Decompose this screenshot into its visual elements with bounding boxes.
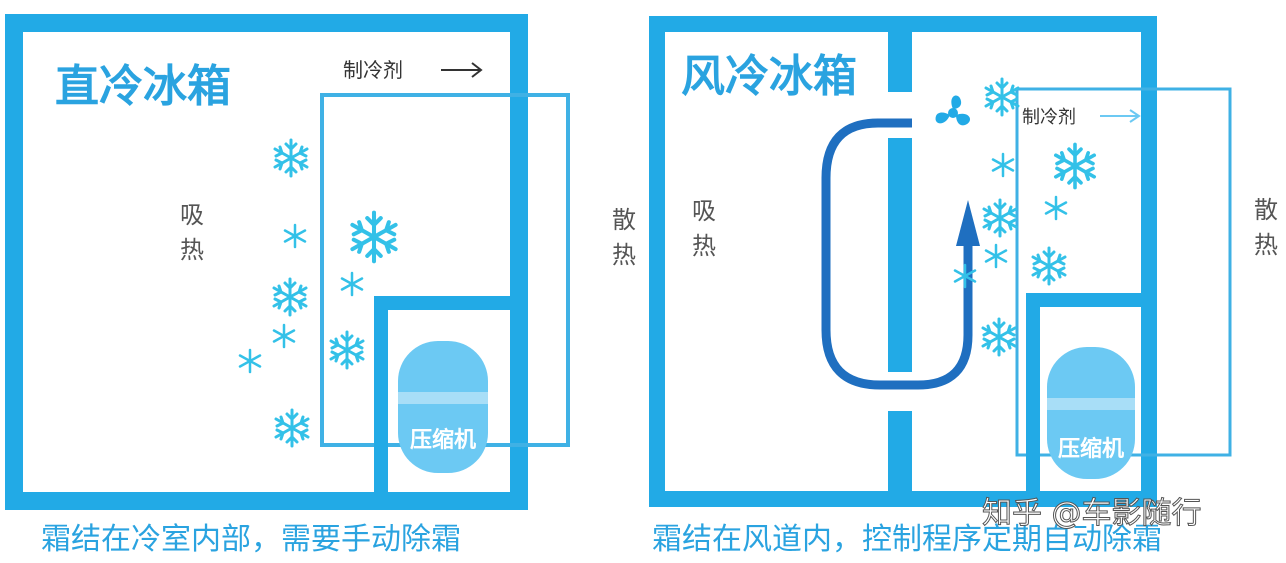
air-duct-wall-upper — [888, 24, 912, 92]
left-fridge-frame — [5, 14, 528, 510]
right-refrigerant-label: 制冷剂 — [1022, 107, 1076, 128]
air-cooling-panel: 压缩机 风冷冰箱 制冷剂 吸 热 散 热 — [649, 16, 1278, 557]
left-title: 直冷冰箱 — [55, 61, 231, 112]
right-refrigerant-arrow — [1100, 109, 1141, 123]
left-frost-snowflakes — [238, 138, 396, 448]
right-dissipate-heat-1: 散 — [1254, 196, 1278, 224]
left-absorb-heat-1: 吸 — [180, 201, 204, 229]
right-absorb-heat-1: 吸 — [692, 197, 716, 225]
left-caption: 霜结在冷室内部，需要手动除霜 — [41, 522, 461, 557]
left-compressor: 压缩机 — [398, 341, 488, 473]
right-refrigerant-pipe — [1015, 87, 1232, 457]
middle-dissipate-heat: 散 热 — [612, 206, 636, 269]
right-caption: 霜结在风道内，控制程序定期自动除霜 — [652, 522, 1162, 557]
right-title: 风冷冰箱 — [681, 51, 857, 102]
right-dissipate-heat-2: 热 — [1254, 231, 1278, 259]
watermark: 知乎 @车影随行 — [982, 496, 1202, 531]
left-absorb-heat-2: 热 — [180, 236, 204, 264]
right-compressor-housing — [1026, 293, 1149, 499]
left-compressor-housing — [374, 296, 519, 501]
left-refrigerant-pipe — [320, 93, 570, 447]
airflow-loop-arrow — [821, 118, 980, 390]
fan-icon — [935, 95, 971, 126]
left-compressor-label: 压缩机 — [410, 427, 476, 453]
air-duct-wall-middle — [888, 138, 912, 372]
middle-dissipate-heat-1: 散 — [612, 206, 636, 234]
middle-dissipate-heat-2: 热 — [612, 241, 636, 269]
air-duct-wall-lower — [888, 411, 912, 499]
right-absorb-heat-2: 热 — [692, 232, 716, 260]
direct-cooling-panel: 压缩机 直冷冰箱 制冷剂 吸 热 霜结在冷室内部，需要手动除霜 — [5, 14, 570, 557]
left-refrigerant-arrow — [441, 62, 483, 78]
left-refrigerant-label: 制冷剂 — [343, 58, 403, 82]
right-compressor-label: 压缩机 — [1058, 436, 1124, 462]
right-compressor: 压缩机 — [1047, 347, 1135, 479]
